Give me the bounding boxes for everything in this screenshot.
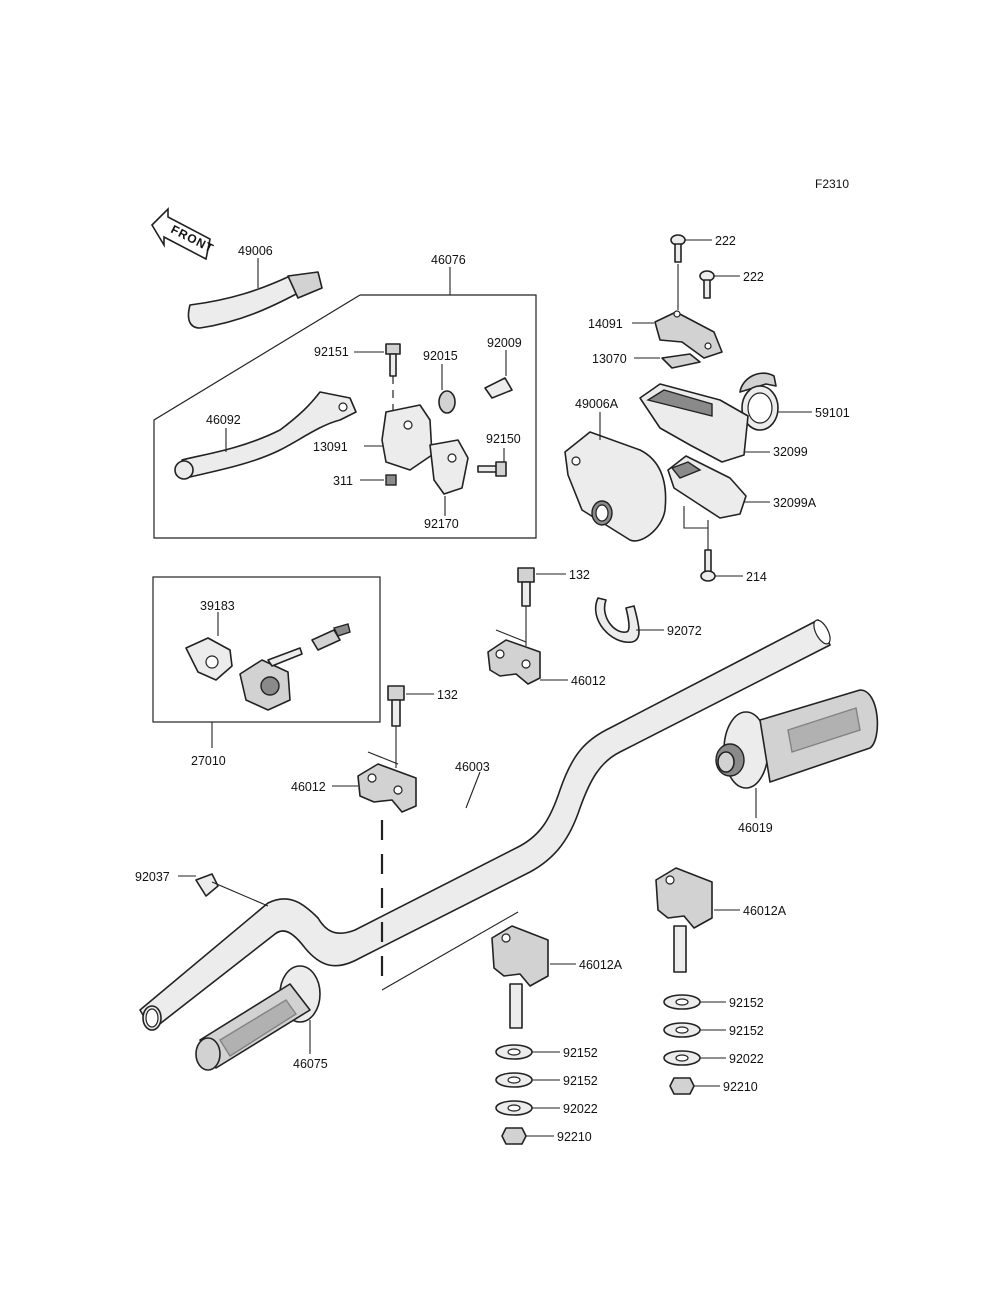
callout-46019: 46019 [738, 821, 773, 835]
callout-13070: 13070 [592, 352, 627, 366]
brake-lever-part [174, 391, 357, 480]
callout-46012A-b: 46012A [579, 958, 623, 972]
callout-92150: 92150 [486, 432, 521, 446]
adjuster-92009 [484, 350, 513, 399]
callout-92037: 92037 [135, 870, 170, 884]
bolt-132-lower [387, 685, 434, 768]
callout-92152-a: 92152 [563, 1046, 598, 1060]
callout-92152-d: 92152 [729, 1024, 764, 1038]
callout-222-b: 222 [743, 270, 764, 284]
callout-92152-c: 92152 [729, 996, 764, 1010]
callout-46012-a: 46012 [571, 674, 606, 688]
band-92072 [595, 597, 664, 643]
callout-46075: 46075 [293, 1057, 328, 1071]
bolt-92150 [477, 448, 507, 477]
callout-222-a: 222 [715, 234, 736, 248]
callout-46092: 46092 [206, 413, 241, 427]
callout-92022-a: 92022 [563, 1102, 598, 1116]
callout-92151: 92151 [314, 345, 349, 359]
callout-92009: 92009 [487, 336, 522, 350]
callout-32099A: 32099A [773, 496, 817, 510]
callout-92210-b: 92210 [723, 1080, 758, 1094]
throttle-guard-part [564, 412, 667, 542]
bar-clamp-upper [487, 629, 568, 685]
callout-46012-b: 46012 [291, 780, 326, 794]
callout-59101: 59101 [815, 406, 850, 420]
callout-214: 214 [746, 570, 767, 584]
switch-bracket-39183 [185, 612, 233, 681]
screw-222-b [699, 270, 740, 299]
front-arrow-icon: FRONT [150, 207, 216, 261]
callout-92170: 92170 [424, 517, 459, 531]
bolt-92151 [354, 343, 401, 410]
throttle-tube-59101 [739, 372, 812, 431]
throttle-case-upper [639, 383, 770, 463]
callout-13091: 13091 [313, 440, 348, 454]
washer-stack-right [663, 994, 726, 1095]
grip-right-46019 [715, 689, 879, 818]
lever-holder-part [381, 404, 469, 495]
washer-92015 [438, 364, 456, 414]
bar-clamp-lower [332, 751, 417, 813]
callout-132-a: 132 [569, 568, 590, 582]
callout-27010: 27010 [191, 754, 226, 768]
callout-49006: 49006 [238, 244, 273, 258]
callout-132-b: 132 [437, 688, 458, 702]
callout-49006A: 49006A [575, 397, 619, 411]
assembly-frame-27010 [152, 576, 381, 723]
cable-clamp-92037 [178, 873, 269, 907]
engine-stop-switch [239, 623, 351, 711]
callout-39183: 39183 [200, 599, 235, 613]
bolt-132-upper [517, 567, 566, 646]
riser-46012A-right [655, 867, 740, 973]
callout-46076: 46076 [431, 253, 466, 267]
handlebar-46003 [139, 619, 831, 1031]
callout-92072: 92072 [667, 624, 702, 638]
callout-14091: 14091 [588, 317, 623, 331]
callout-92152-b: 92152 [563, 1074, 598, 1088]
callout-311: 311 [333, 474, 353, 488]
throttle-case-lower [667, 455, 770, 529]
washer-stack-left [495, 1044, 560, 1145]
callout-92015: 92015 [423, 349, 458, 363]
throttle-pulley-13070 [634, 353, 701, 369]
grip-left-46075 [195, 965, 321, 1071]
assembly-frame-46076 [153, 294, 537, 539]
nut-311 [360, 474, 397, 486]
callout-46012A-a: 46012A [743, 904, 787, 918]
throttle-cover-part [632, 264, 723, 359]
lever-guard-part [187, 258, 323, 329]
screw-222-a [670, 234, 712, 263]
callout-46003: 46003 [455, 760, 490, 774]
riser-46012A-left [491, 925, 576, 1029]
screw-214 [700, 520, 743, 582]
diagram-code: F2310 [815, 177, 849, 191]
callout-92210-a: 92210 [557, 1130, 592, 1144]
callout-92022-b: 92022 [729, 1052, 764, 1066]
callout-32099: 32099 [773, 445, 808, 459]
